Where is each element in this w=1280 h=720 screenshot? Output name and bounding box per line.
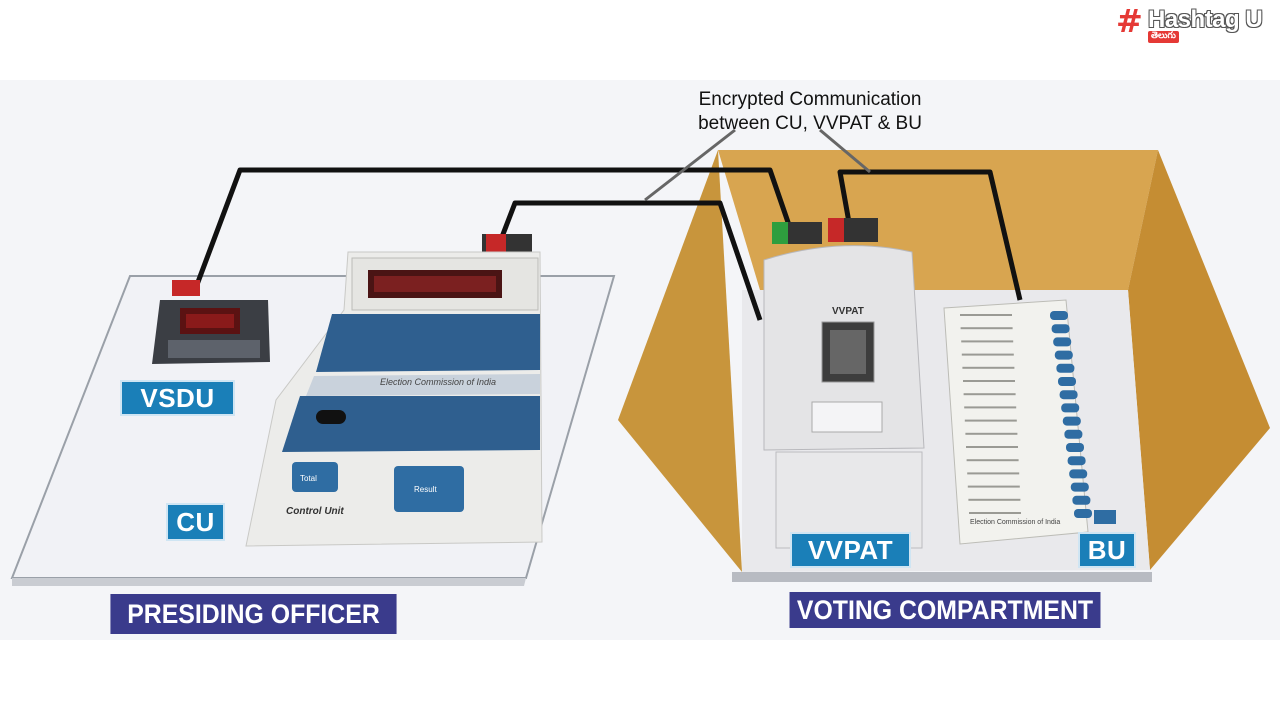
ballot-row-line [963, 393, 1016, 396]
cu-total-button: Total [300, 474, 317, 483]
ballot-button-icon [1054, 350, 1073, 360]
ballot-button-icon [1051, 324, 1070, 334]
label-vvpat: VVPAT [790, 532, 911, 568]
label-cu: CU [166, 503, 225, 541]
ballot-row-line [968, 498, 1021, 501]
ballot-button-icon [1058, 377, 1076, 386]
ballot-row-line [963, 380, 1015, 382]
label-bu: BU [1078, 532, 1136, 568]
bu-maker-text: Election Commission of India [970, 519, 1060, 526]
ballot-row-line [969, 512, 1021, 514]
cable-vvpat-bu [837, 169, 1023, 301]
annotation-pointers [644, 128, 871, 202]
vsdu-device [152, 280, 270, 364]
ballot-button-icon [1059, 390, 1078, 400]
ballot-row-line [961, 353, 1014, 356]
cu-maker-text: Election Commission of India [380, 377, 496, 387]
ballot-rows [960, 311, 1092, 518]
voting-compartment-box [618, 150, 1270, 582]
ballot-button-icon [1066, 443, 1084, 452]
brand-sub: తెలుగు [1148, 31, 1179, 43]
banner-voting-compartment: VOTING COMPARTMENT [789, 592, 1101, 628]
ballot-row-line [967, 485, 1020, 488]
ballot-row-line [961, 340, 1014, 343]
ballot-button-icon [1053, 337, 1072, 347]
ballot-row-line [966, 446, 1018, 448]
ballot-button-icon [1062, 416, 1081, 426]
ballot-row-line [962, 366, 1015, 369]
label-vsdu: VSDU [120, 380, 235, 416]
annotation-line-1: Encrypted Communication [698, 89, 922, 110]
ballot-unit-device: Election Commission of India [943, 299, 1116, 545]
control-unit-device: Election Commission of India Total Resul… [245, 234, 543, 547]
brand-name: Hashtag U [1148, 6, 1263, 33]
cable-vsdu-vvpat [192, 167, 793, 291]
brand-logo: # Hashtag U తెలుగు [1112, 2, 1272, 44]
ballot-row-line [965, 432, 1018, 435]
annotation-line-2: between CU, VVPAT & BU [698, 113, 922, 134]
ballot-button-icon [1072, 495, 1091, 505]
ballot-button-icon [1074, 509, 1092, 518]
ballot-button-icon [1061, 403, 1080, 413]
vvpat-device: VVPAT [763, 218, 925, 549]
ballot-button-icon [1064, 429, 1083, 439]
ballot-row-line [966, 459, 1019, 462]
ballot-button-icon [1050, 311, 1068, 320]
vvpat-title-text: VVPAT [832, 306, 864, 317]
ballot-row-line [960, 314, 1012, 316]
ballot-row-line [964, 406, 1017, 409]
encryption-annotation: Encrypted Communication between CU, VVPA… [650, 88, 970, 136]
ballot-button-icon [1056, 363, 1075, 373]
ballot-row-line [964, 419, 1017, 422]
ballot-row-line [960, 327, 1013, 330]
hashtag-icon: # [1116, 2, 1143, 40]
ballot-button-icon [1070, 482, 1089, 492]
cu-name-text: Control Unit [286, 506, 344, 517]
cable-cu-vvpat [497, 200, 763, 321]
ballot-row-line [967, 472, 1020, 475]
banner-presiding-officer: PRESIDING OFFICER [110, 594, 397, 634]
cu-result-button: Result [414, 485, 437, 494]
ballot-button-icon [1067, 456, 1086, 466]
cables [192, 167, 1023, 321]
ballot-button-icon [1069, 469, 1088, 479]
